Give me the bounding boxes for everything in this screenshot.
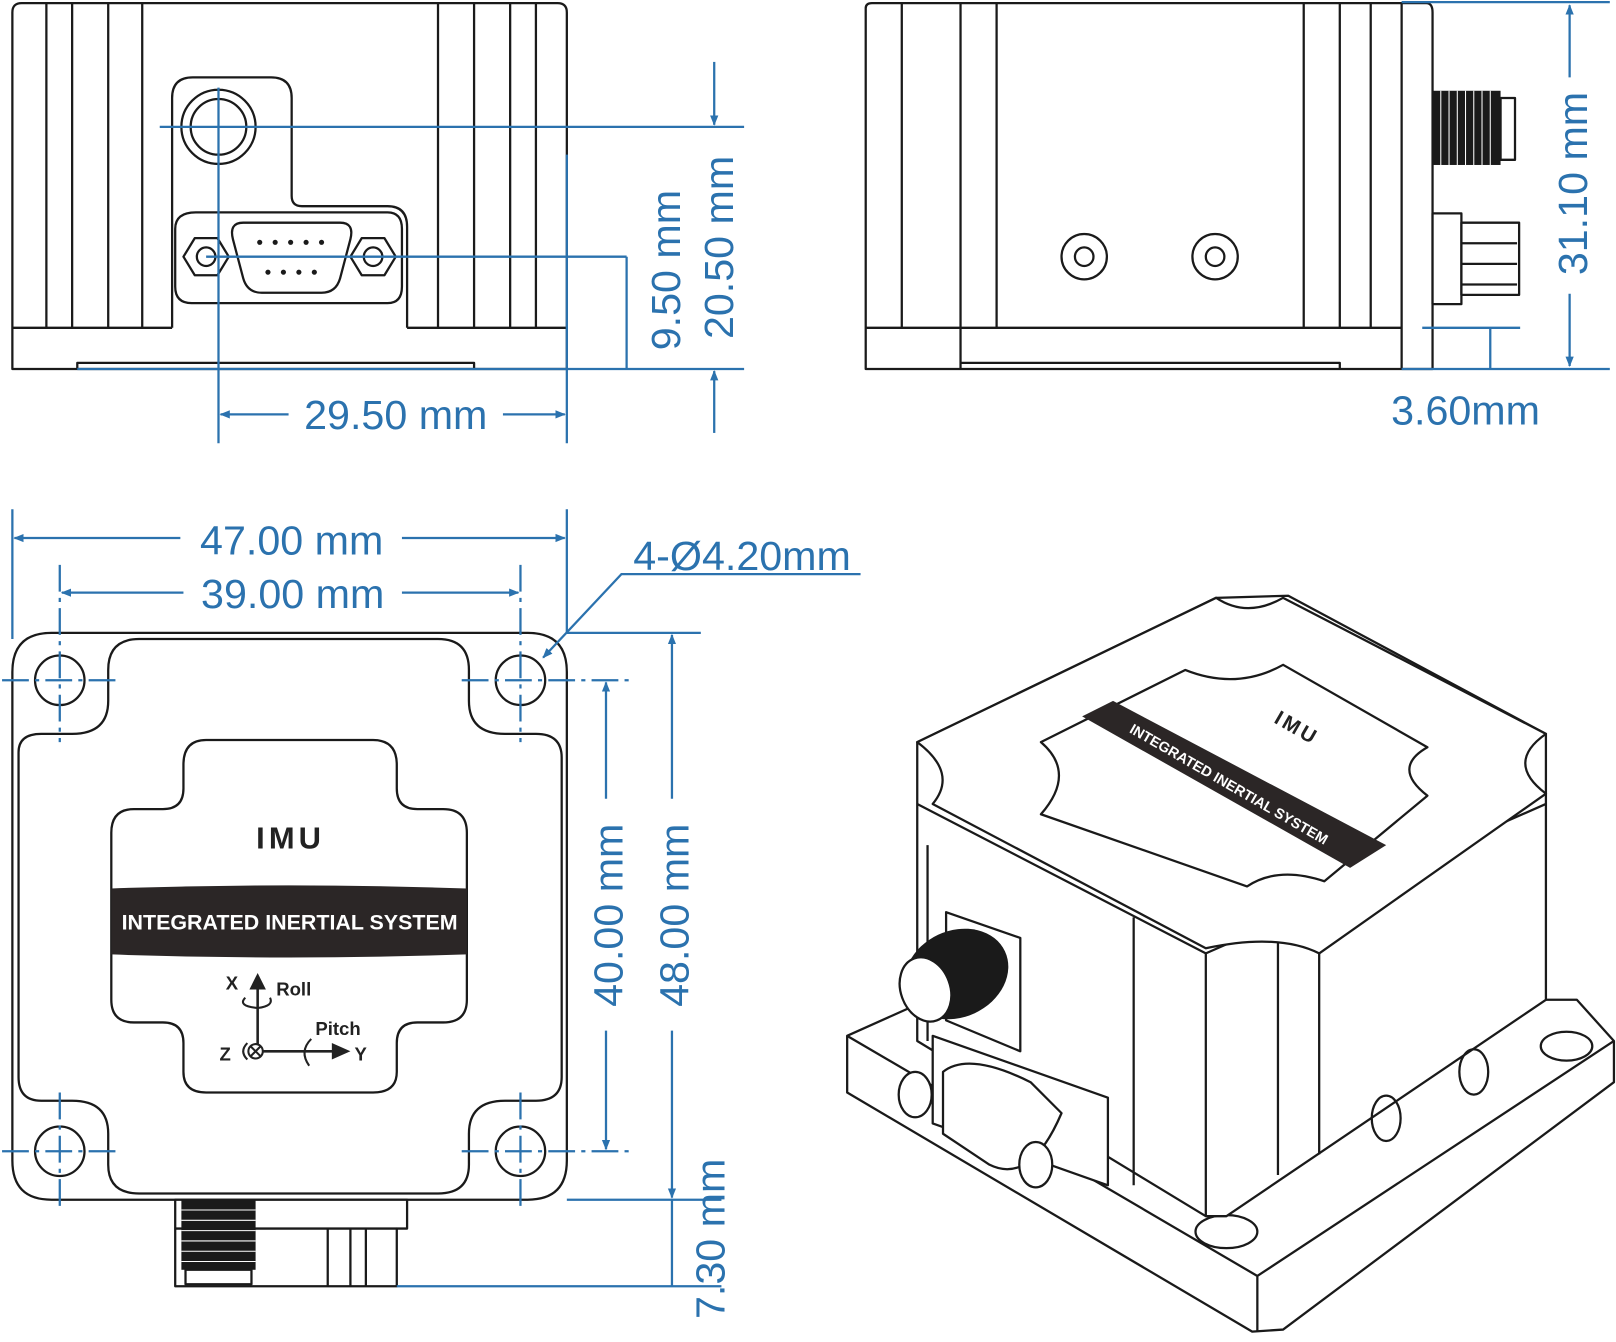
label-title: IMU xyxy=(256,820,325,855)
svg-text:Roll: Roll xyxy=(276,979,311,1000)
svg-text:Pitch: Pitch xyxy=(315,1018,360,1039)
top-view: IMU INTEGRATED INERTIAL SYSTEM X Roll Pi… xyxy=(11,631,568,1288)
dim-48-00: 48.00 mm xyxy=(651,824,697,1007)
dim-40-00: 40.00 mm xyxy=(585,824,631,1007)
label-subtitle: INTEGRATED INERTIAL SYSTEM xyxy=(122,910,458,935)
dim-9-50: 9.50 mm xyxy=(643,190,689,350)
front-dimensions: 29.50 mm 9.50 mm 20.50 mm xyxy=(77,61,745,444)
isometric-view: INTEGRATED INERTIAL SYSTEM IMU xyxy=(846,594,1616,1333)
label-band xyxy=(111,885,467,958)
svg-text:X: X xyxy=(226,972,239,993)
dim-29-50: 29.50 mm xyxy=(304,392,487,438)
top-dimensions: 47.00 mm 39.00 mm 4-Ø4.20mm 40.00 mm 48.… xyxy=(2,509,861,1319)
svg-text:Z: Z xyxy=(220,1044,231,1065)
dim-20-50: 20.50 mm xyxy=(696,156,742,339)
dim-7-30: 7.30 mm xyxy=(688,1159,734,1319)
dim-3-60: 3.60mm xyxy=(1391,388,1540,434)
dim-39-00: 39.00 mm xyxy=(201,571,384,617)
side-dimensions: 31.10 mm 3.60mm xyxy=(1391,0,1610,434)
iso-label-band xyxy=(1082,700,1387,868)
svg-text:Y: Y xyxy=(355,1044,368,1065)
side-view xyxy=(864,2,1521,371)
front-view xyxy=(11,2,568,371)
dim-31-10: 31.10 mm xyxy=(1550,92,1596,275)
dim-47-00: 47.00 mm xyxy=(200,518,383,564)
dim-hole-spec: 4-Ø4.20mm xyxy=(633,533,851,579)
axis-diagram: X Roll Pitch Z Y xyxy=(220,972,368,1067)
